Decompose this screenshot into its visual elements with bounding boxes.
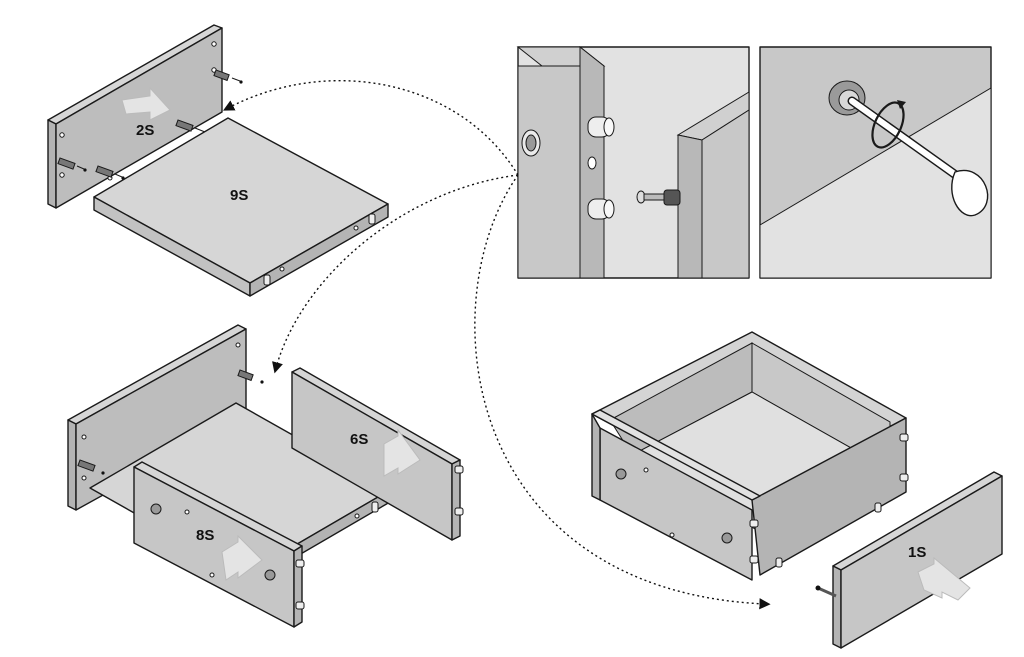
- step-top-left: 2S: [47, 24, 389, 297]
- connector-arrows: [223, 80, 771, 610]
- panel-2s: 2S: [47, 24, 223, 209]
- detail-inset-screwdriver: [759, 46, 992, 279]
- wooden-dowel-icon: [587, 116, 615, 138]
- rotate-arrow-icon: [871, 100, 906, 149]
- part-label-2s: 2S: [136, 122, 154, 139]
- wooden-dowel-icon: [237, 369, 264, 384]
- cam-lock-icon: [521, 129, 541, 157]
- detail-inset-cam-connector: [516, 45, 750, 279]
- wooden-dowel-icon: [57, 157, 87, 172]
- screwdriver-icon: [847, 96, 989, 217]
- wooden-dowel-icon: [213, 69, 243, 84]
- direction-arrow: [383, 428, 421, 477]
- wooden-dowel-icon: [587, 198, 615, 220]
- panel-8s: 8S: [133, 461, 305, 628]
- part-label-9s: 9S: [230, 187, 248, 204]
- panel-6s: 6S: [291, 367, 464, 541]
- step-bottom-right: 1S: [591, 331, 1003, 649]
- cam-bolt-icon: [815, 585, 837, 598]
- part-label-1s: 1S: [908, 544, 926, 561]
- part-label-8s: 8S: [196, 527, 214, 544]
- panel-9s: 9S: [93, 117, 389, 297]
- cam-lock-icon: [721, 532, 733, 544]
- direction-arrow: [221, 534, 263, 581]
- direction-arrow: [917, 556, 971, 601]
- cam-bolt-icon: [636, 189, 681, 206]
- step-bottom-left: 6S 8S: [67, 324, 464, 628]
- cam-lock-icon: [150, 503, 162, 515]
- direction-arrow: [121, 86, 171, 121]
- panel-1s: 1S: [832, 471, 1003, 649]
- wooden-dowel-icon: [77, 459, 105, 475]
- cam-lock-icon: [615, 468, 627, 480]
- part-label-6s: 6S: [350, 431, 368, 448]
- cam-lock-icon: [264, 569, 276, 581]
